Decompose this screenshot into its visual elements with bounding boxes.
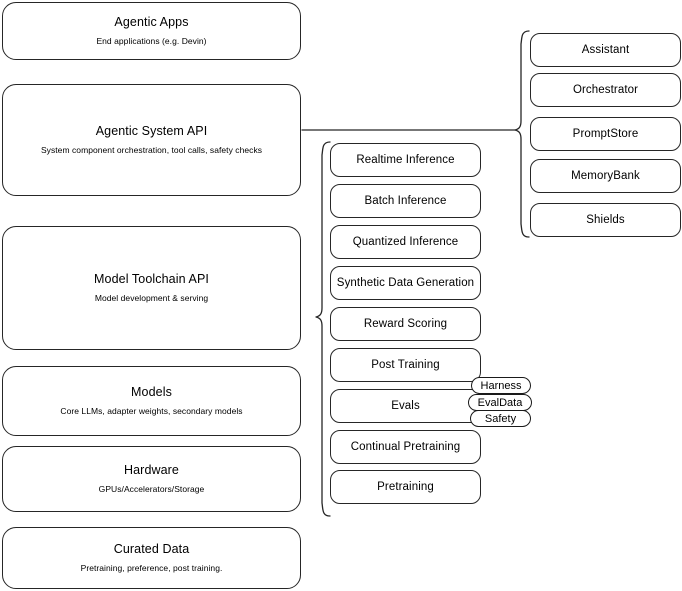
component-pretraining[interactable]: Pretraining bbox=[330, 470, 481, 504]
component-label: Continual Pretraining bbox=[350, 440, 461, 453]
brace-agentic-components bbox=[514, 30, 530, 238]
component-label: Pretraining bbox=[377, 480, 434, 493]
component-label: Evals bbox=[391, 399, 420, 412]
component-label: Orchestrator bbox=[572, 83, 639, 96]
eval-pill-label: Safety bbox=[484, 412, 517, 425]
component-label: Post Training bbox=[371, 358, 440, 371]
component-promptstore[interactable]: PromptStore bbox=[530, 117, 681, 151]
layer-subtitle: End applications (e.g. Devin) bbox=[96, 36, 207, 46]
layer-subtitle: Model development & serving bbox=[94, 293, 209, 303]
layer-title: Model Toolchain API bbox=[94, 272, 209, 287]
component-label: Realtime Inference bbox=[356, 153, 455, 166]
component-orchestrator[interactable]: Orchestrator bbox=[530, 73, 681, 107]
layer-subtitle: Pretraining, preference, post training. bbox=[80, 563, 223, 573]
component-continual-pretraining[interactable]: Continual Pretraining bbox=[330, 430, 481, 464]
component-evals[interactable]: Evals bbox=[330, 389, 481, 423]
component-label: MemoryBank bbox=[571, 169, 640, 182]
component-label: Assistant bbox=[581, 43, 630, 56]
component-assistant[interactable]: Assistant bbox=[530, 33, 681, 67]
layer-title: Agentic Apps bbox=[114, 15, 189, 30]
component-shields[interactable]: Shields bbox=[530, 203, 681, 237]
layer-title: Models bbox=[131, 385, 172, 400]
layer-subtitle: Core LLMs, adapter weights, secondary mo… bbox=[60, 406, 243, 416]
component-label: Synthetic Data Generation bbox=[336, 276, 475, 289]
component-quantized-inference[interactable]: Quantized Inference bbox=[330, 225, 481, 259]
layer-hardware[interactable]: Hardware GPUs/Accelerators/Storage bbox=[2, 446, 301, 512]
component-label: Batch Inference bbox=[364, 194, 447, 207]
layer-title: Hardware bbox=[124, 463, 179, 478]
layer-subtitle: GPUs/Accelerators/Storage bbox=[98, 484, 205, 494]
component-batch-inference[interactable]: Batch Inference bbox=[330, 184, 481, 218]
component-realtime-inference[interactable]: Realtime Inference bbox=[330, 143, 481, 177]
component-label: Quantized Inference bbox=[352, 235, 459, 248]
component-post-training[interactable]: Post Training bbox=[330, 348, 481, 382]
layer-agentic-apps[interactable]: Agentic Apps End applications (e.g. Devi… bbox=[2, 2, 301, 60]
component-label: Shields bbox=[586, 213, 625, 226]
eval-pill-evaldata[interactable]: EvalData bbox=[468, 394, 532, 411]
eval-pill-safety[interactable]: Safety bbox=[470, 410, 531, 427]
component-label: Reward Scoring bbox=[363, 317, 448, 330]
layer-title: Agentic System API bbox=[95, 124, 208, 139]
component-reward-scoring[interactable]: Reward Scoring bbox=[330, 307, 481, 341]
eval-pill-label: Harness bbox=[480, 379, 522, 392]
layer-curated-data[interactable]: Curated Data Pretraining, preference, po… bbox=[2, 527, 301, 589]
component-memorybank[interactable]: MemoryBank bbox=[530, 159, 681, 193]
eval-pill-label: EvalData bbox=[477, 396, 523, 409]
component-synthetic-data-generation[interactable]: Synthetic Data Generation bbox=[330, 266, 481, 300]
component-label: PromptStore bbox=[572, 127, 639, 140]
layer-agentic-system-api[interactable]: Agentic System API System component orch… bbox=[2, 84, 301, 196]
layer-model-toolchain-api[interactable]: Model Toolchain API Model development & … bbox=[2, 226, 301, 350]
eval-pill-harness[interactable]: Harness bbox=[471, 377, 531, 394]
layer-subtitle: System component orchestration, tool cal… bbox=[40, 145, 263, 155]
brace-toolchain-components bbox=[315, 141, 331, 517]
layer-models[interactable]: Models Core LLMs, adapter weights, secon… bbox=[2, 366, 301, 436]
layer-title: Curated Data bbox=[113, 542, 190, 557]
